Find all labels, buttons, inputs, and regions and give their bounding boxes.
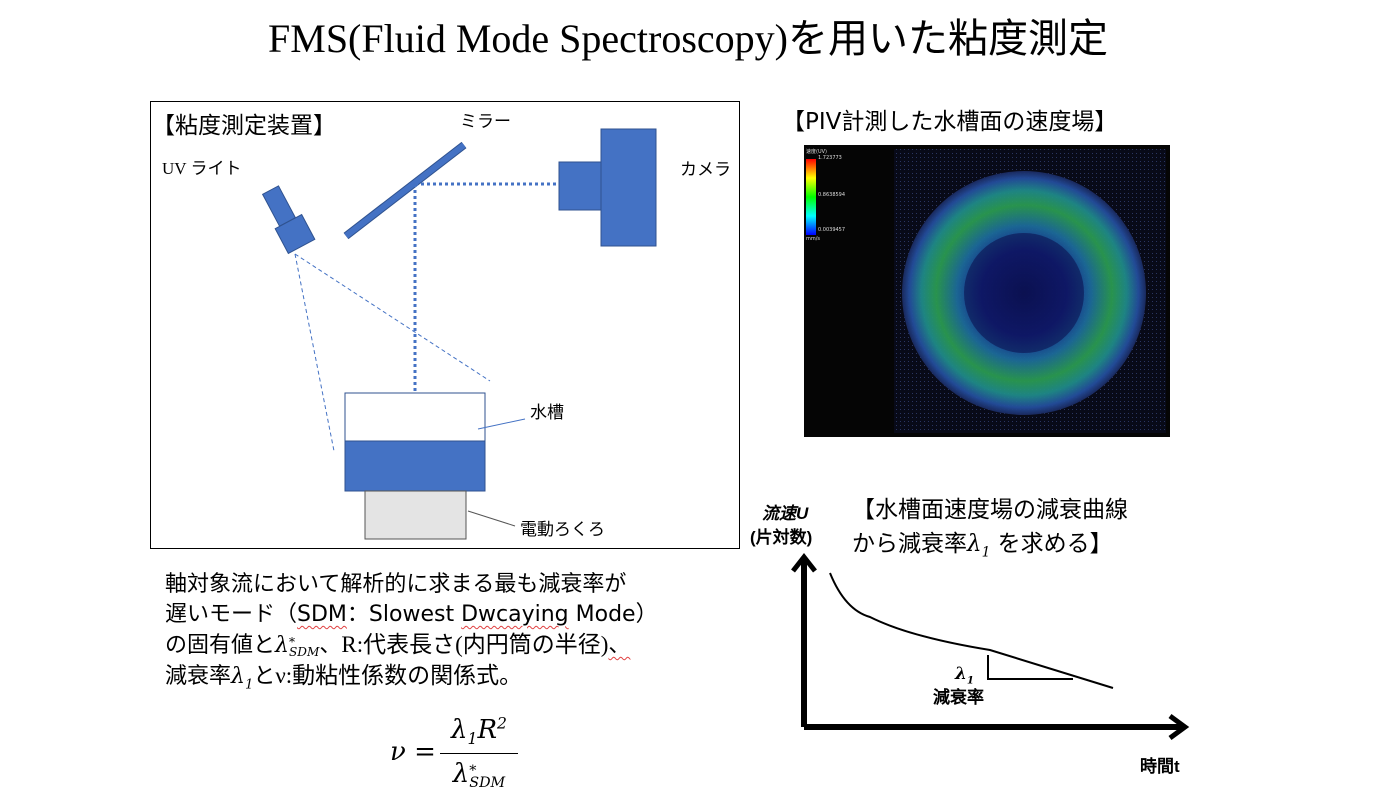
x-axis-arrow-icon [1168,713,1190,741]
turntable-leader [467,510,516,527]
turntable-label: 電動ろくろ [520,520,605,540]
y-axis-label-1: 流速U [762,504,809,523]
x-axis-label: 時間t [1140,757,1180,776]
slope-label: 減衰率 [933,688,984,707]
mirror-label: ミラー [460,112,511,132]
piv-heading: 【PIV計測した水槽面の速度場】 [782,109,1118,135]
uv-beam-left [294,253,335,452]
decay-curve-chart [791,552,1190,741]
page-title: FMS(Fluid Mode Spectroscopy)を用いた粘度測定 [268,16,1108,61]
camera-icon [558,128,657,247]
description-line-2: 遅いモード（SDM：Slowest Dwcaying Mode） [165,602,658,627]
legend-unit: mm/s [806,236,821,242]
tank-label: 水槽 [530,403,564,423]
camera-label: カメラ [680,160,731,180]
slope-triangle [987,655,1073,680]
formula-denominator: λ*SDM [452,759,506,791]
legend-min: 0.0039457 [818,227,846,233]
uv-light-label: UV ライト [162,159,242,178]
decay-heading-2: から減衰率λ1 を求める】 [852,531,1113,561]
turntable [364,490,467,540]
formula-lhs: ν = [390,737,445,767]
apparatus-heading: 【粘度測定装置】 [152,113,336,139]
mirror-face [344,142,466,239]
tank-water [344,392,486,442]
piv-velocity-field-image: 速度(UV) 1.723773 0.8638594 0.0039457 mm/s [804,145,1170,437]
y-axis-arrow-icon [791,552,817,573]
piv-field-svg [806,149,1166,433]
description-line-1: 軸対象流において解析的に求まる最も減衰率が [165,572,627,597]
description-text: 軸対象流において解析的に求まる最も減衰率が 遅いモード（SDM：Slowest … [165,570,765,692]
velocity-colorbar [806,159,816,235]
uv-beam-right [294,253,491,382]
description-line-3: の固有値とλ*SDM、R:代表長さ(内円筒の半径)、 [165,632,631,660]
legend-max: 1.723773 [818,155,842,161]
decay-curve [829,572,1114,689]
legend-mid: 0.8638594 [818,192,846,198]
tank-leader [477,418,526,430]
tank-base [344,440,486,492]
apparatus-panel [150,101,740,549]
apparatus-diagram [261,128,657,540]
slope-lambda: λ1 [955,664,975,687]
description-line-4: 減衰率λ1とν:動粘性係数の関係式。 [165,663,523,693]
fraction-bar [440,753,518,754]
decay-heading-1: 【水槽面速度場の減衰曲線 [852,497,1128,523]
formula-numerator: λ1R2 [451,714,507,749]
y-axis-label-2: (片対数) [750,528,813,547]
legend-title: 速度(UV) [806,149,827,155]
uv-light-icon [261,185,316,255]
